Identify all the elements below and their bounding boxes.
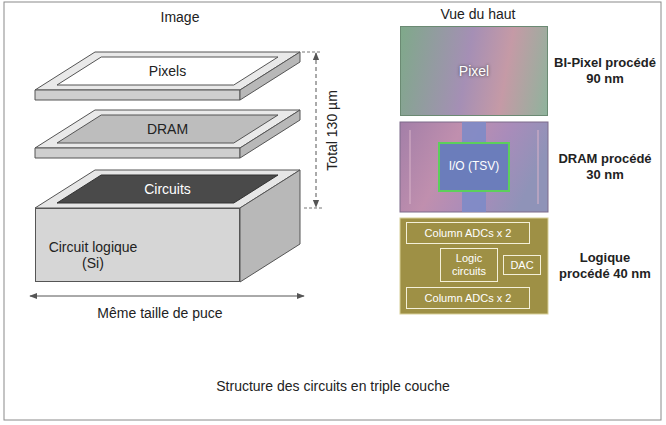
node-text: Pixels (149, 63, 186, 79)
window-shape (57, 115, 278, 143)
node-text: Logic circuits (444, 252, 494, 277)
layer-window: Pixels (57, 57, 278, 85)
window-shape (57, 175, 278, 203)
layer-window: Circuits (57, 175, 278, 203)
column-heading: Image (130, 9, 230, 26)
substrate-block: Circuit logique (Si) (35, 208, 240, 282)
node-text: Circuits (144, 181, 191, 197)
block-box: Logic circuits (440, 248, 498, 282)
slab-front-face (35, 148, 240, 158)
dimension-label: Total 130 µm (324, 67, 341, 193)
figure-caption: Structure des circuits en triple couche (0, 378, 666, 395)
dimension-tick (302, 52, 322, 53)
layer-window: DRAM (57, 115, 278, 143)
block-box: DAC (503, 255, 541, 276)
block-box: Column ADCs x 2 (406, 222, 530, 245)
node-text: I/O (TSV) (449, 160, 500, 174)
node-text: Pixel (459, 63, 489, 79)
logic-die-photo (400, 218, 548, 314)
process-label: BI-Pixel procédé 90 nm (553, 55, 657, 86)
io-block: I/O (TSV) (438, 142, 510, 192)
process-label: DRAM procédé 30 nm (553, 151, 657, 182)
pixel-die-photo: Pixel (400, 26, 548, 116)
dimension-label: Même taille de puce (60, 305, 260, 322)
die-texture (538, 130, 539, 204)
node-text: DAC (510, 259, 533, 272)
process-label: Logique procédé 40 nm (553, 250, 657, 281)
die-texture (410, 130, 411, 204)
node-text: DRAM (147, 121, 188, 137)
node-text: Circuit logique (Si) (48, 239, 138, 271)
figure-frame (4, 2, 661, 420)
dram-die-photo (400, 122, 548, 212)
block-box: Column ADCs x 2 (406, 287, 530, 310)
slab-front-face (35, 90, 240, 100)
node-text: Column ADCs x 2 (425, 227, 512, 240)
dimension-tick (304, 208, 322, 209)
window-shape (57, 57, 278, 85)
width-arrow (30, 296, 304, 297)
node-text: Column ADCs x 2 (425, 292, 512, 305)
dimension-line (316, 53, 317, 207)
column-heading: Vue du haut (408, 6, 548, 23)
